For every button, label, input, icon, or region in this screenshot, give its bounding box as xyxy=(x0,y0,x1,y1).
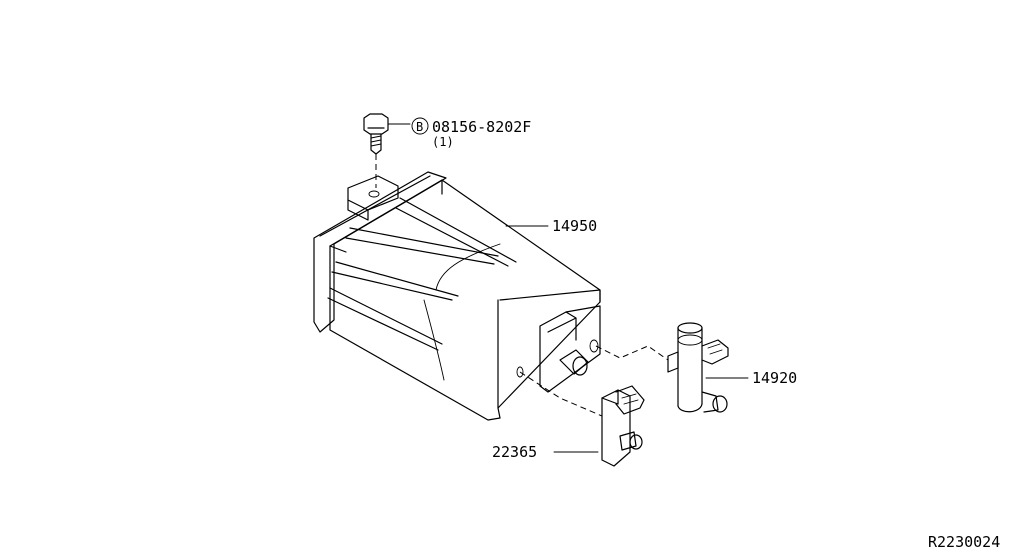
sensor-part xyxy=(519,371,645,467)
canister-part xyxy=(313,171,601,421)
bolt-symbol-circle xyxy=(411,117,429,135)
canister-part-number: 14950 xyxy=(552,217,597,235)
valve-part-number: 14920 xyxy=(752,369,797,387)
leader-lines xyxy=(387,123,749,453)
sensor-part-number: 22365 xyxy=(492,443,537,461)
bolt-part-number: 08156-8202F xyxy=(432,118,531,136)
bolt-quantity: (1) xyxy=(432,135,454,149)
figure-id: R2230024 xyxy=(928,533,1000,551)
bolt-symbol: B xyxy=(416,120,423,134)
valve-part xyxy=(595,322,729,413)
bolt-part xyxy=(363,113,389,188)
